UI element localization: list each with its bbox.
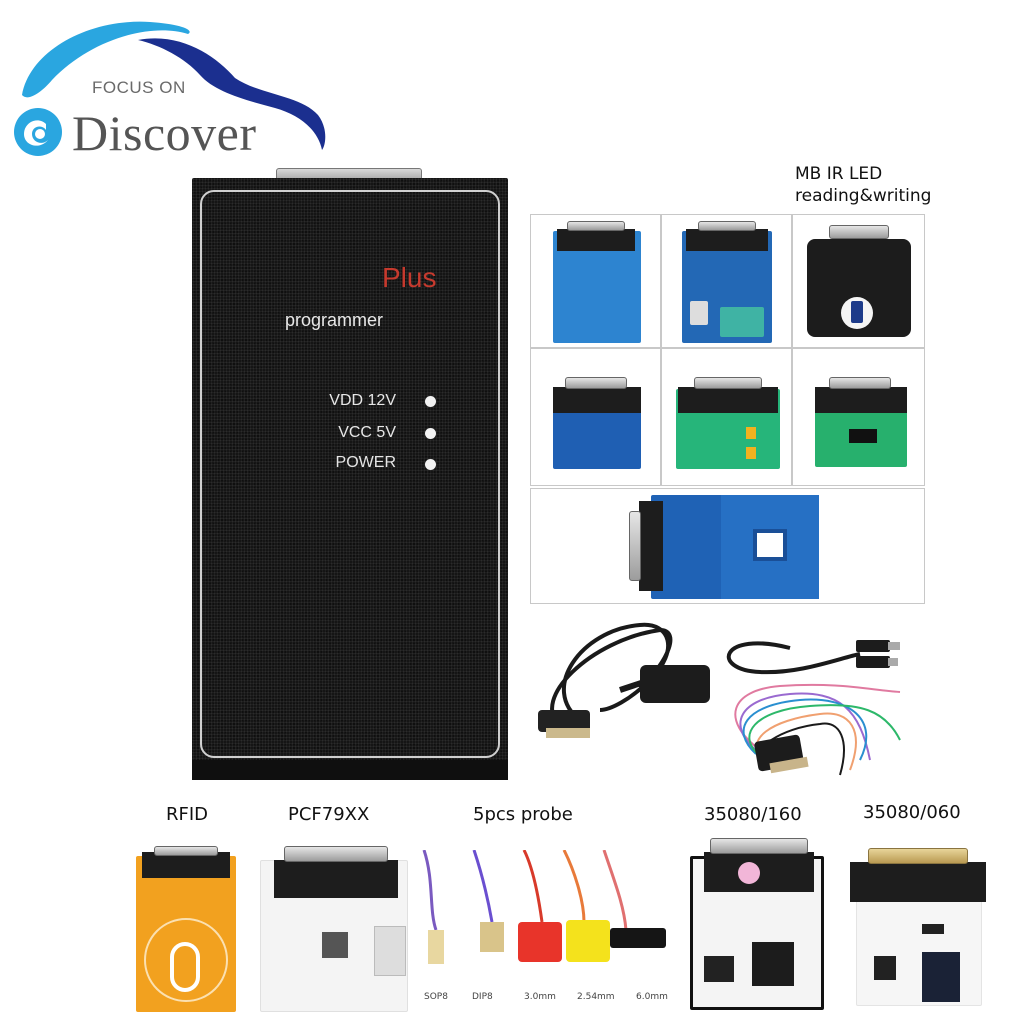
programmer-device xyxy=(192,178,508,778)
adapter-cell-blue-zif xyxy=(661,214,792,348)
rfid-coil-icon xyxy=(144,918,228,1002)
db25-wire-harness-icon xyxy=(734,683,901,776)
db25-connector-icon xyxy=(565,377,627,389)
connector-shell xyxy=(142,852,230,878)
probe-3mm-icon xyxy=(518,922,562,962)
antenna-window-icon xyxy=(753,529,787,561)
db25-connector-icon xyxy=(829,225,889,239)
adapter-cell-blue-breakout xyxy=(530,214,661,348)
probe-label-3mm: 3.0mm xyxy=(524,992,556,1002)
led-label-vcc: VCC 5V xyxy=(338,424,396,441)
adapter-cell-blue-eeprom xyxy=(530,348,661,486)
car-swoosh-icon xyxy=(14,21,326,156)
brand-logo xyxy=(0,0,340,170)
connector-shell xyxy=(557,229,635,251)
zif-socket-icon xyxy=(720,307,764,337)
db25-connector-icon xyxy=(629,511,641,581)
led-indicator-icon xyxy=(425,459,436,470)
adapter-cell-rfid-antenna xyxy=(530,488,925,604)
db25-connector-icon xyxy=(868,848,968,864)
label-35080-160: 35080/160 xyxy=(704,804,802,825)
probe-dip8-icon xyxy=(480,922,504,952)
adapter-cell-green-1 xyxy=(661,348,792,486)
obd-cable-icon xyxy=(538,622,710,738)
mcu-chip-icon xyxy=(322,932,348,958)
label-pcf79xx: PCF79XX xyxy=(288,804,370,825)
capacitor-icon xyxy=(746,427,756,439)
probe-6mm-icon xyxy=(610,928,666,948)
db25-connector-icon xyxy=(154,846,218,856)
capacitor-icon xyxy=(746,447,756,459)
connector-shell xyxy=(274,860,398,898)
ce-mark-icon xyxy=(738,862,760,884)
led-indicator-icon xyxy=(425,428,436,439)
device-panel-frame xyxy=(200,190,500,758)
mb-label-line2: reading&writing xyxy=(795,186,932,206)
adapter-cell-mb-ir-led xyxy=(792,214,925,348)
regulator-icon xyxy=(690,301,708,325)
usb-cable-icon xyxy=(726,640,900,675)
mb-ir-led-caption: MB IR LED reading&writing xyxy=(795,163,931,207)
sd-card-slot-icon xyxy=(374,926,406,976)
probe-label-dip8: DIP8 xyxy=(472,992,493,1002)
cables-group xyxy=(520,610,920,790)
label-rfid: RFID xyxy=(166,804,209,825)
logo-tagline: FOCUS ON xyxy=(92,78,186,97)
probe-set: SOP8 DIP8 3.0mm 2.54mm 6.0mm xyxy=(414,849,676,1010)
ir-led-icon xyxy=(851,301,863,323)
led-indicator-icon xyxy=(425,396,436,407)
probe-label-254mm: 2.54mm xyxy=(577,992,615,1002)
connector-shell xyxy=(639,501,663,591)
db25-connector-icon xyxy=(698,221,756,231)
db25-connector-icon xyxy=(710,838,808,854)
connector-shell xyxy=(678,387,778,413)
device-base xyxy=(192,760,508,780)
rfid-adapter xyxy=(136,846,236,1012)
pcf79xx-adapter xyxy=(260,846,408,1012)
connector-shell xyxy=(850,862,986,902)
chip-icon xyxy=(849,429,877,443)
probe-label-sop8: SOP8 xyxy=(424,992,448,1002)
rfid-window-icon xyxy=(170,942,200,992)
sop-socket-icon xyxy=(922,952,960,1002)
logo-brand-name: Discover xyxy=(72,105,257,161)
dip8-socket-icon xyxy=(874,956,896,980)
db25-connector-icon xyxy=(829,377,891,389)
device-name: programmer xyxy=(285,310,384,330)
mb-label-line1: MB IR LED xyxy=(795,164,883,184)
led-label-power: POWER xyxy=(335,454,396,471)
adapter-35080-060 xyxy=(850,842,986,1010)
device-model-suffix: Plus xyxy=(382,262,437,293)
chip-icon xyxy=(922,924,944,934)
db25-connector-icon xyxy=(694,377,762,389)
probe-254mm-icon xyxy=(566,920,610,962)
adapter-35080-160 xyxy=(690,836,824,1010)
probe-sop8-icon xyxy=(428,930,444,964)
db25-connector-icon xyxy=(567,221,625,231)
db25-connector-icon xyxy=(284,846,388,862)
label-5pcs-probe: 5pcs probe xyxy=(473,804,573,825)
adapter-cell-green-2 xyxy=(792,348,925,486)
label-35080-060: 35080/060 xyxy=(863,802,961,823)
connector-shell xyxy=(686,229,768,251)
dip8-socket-icon xyxy=(704,956,734,982)
connector-shell xyxy=(815,387,907,413)
probe-label-6mm: 6.0mm xyxy=(636,992,668,1002)
led-label-vdd: VDD 12V xyxy=(329,392,396,409)
sop-socket-icon xyxy=(752,942,794,986)
connector-shell xyxy=(553,387,641,413)
